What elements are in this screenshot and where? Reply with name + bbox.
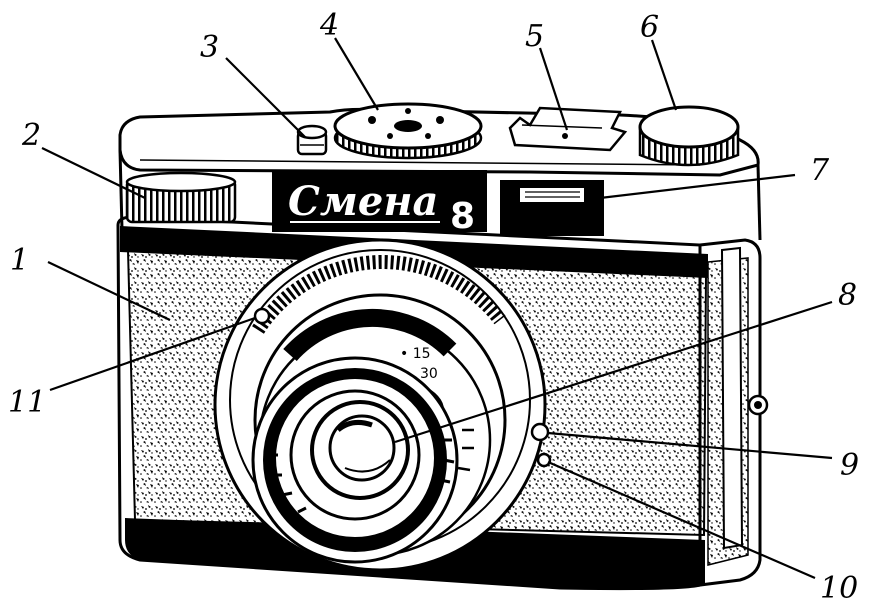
leader-10 [547, 460, 816, 580]
leader-5 [538, 47, 569, 131]
callout-labels: 1 2 3 4 5 6 7 8 9 10 11 [8, 8, 859, 606]
callout-2: 2 [21, 118, 41, 153]
nameplate: Смена 8 [272, 170, 487, 237]
callout-1: 1 [10, 243, 29, 278]
svg-text:30: 30 [420, 366, 438, 382]
callout-4: 4 [319, 8, 339, 43]
focus-pin [253, 307, 271, 325]
brand-name: Смена [288, 178, 438, 225]
frame-counter-dial [333, 102, 483, 160]
cocking-lever [530, 422, 550, 442]
callout-3: 3 [200, 30, 219, 65]
leader-lines [41, 37, 833, 580]
rewind-knob [125, 171, 237, 224]
winding-knob [638, 105, 740, 167]
leader-2 [41, 147, 146, 199]
release-lever [536, 452, 552, 468]
leader-4 [334, 37, 379, 111]
brand-model: 8 [450, 196, 475, 237]
leader-9 [547, 431, 833, 460]
leader-8 [394, 300, 833, 444]
callout-10: 10 [820, 571, 858, 606]
callout-5: 5 [525, 19, 544, 54]
svg-text:• 15: • 15 [400, 346, 431, 362]
release-button [296, 124, 328, 156]
side-strap [720, 246, 744, 550]
viewfinder-window [500, 180, 604, 236]
leader-11 [49, 316, 256, 392]
callout-8: 8 [838, 278, 857, 313]
callout-11: 11 [8, 385, 46, 420]
leader-1 [47, 261, 171, 321]
leader-6 [650, 39, 678, 111]
callout-9: 9 [840, 448, 859, 483]
callout-7: 7 [810, 153, 830, 188]
lens-assembly: • 15 30 [213, 238, 552, 572]
leader-3 [225, 57, 306, 138]
leader-7 [599, 173, 796, 200]
callout-6: 6 [640, 10, 659, 45]
